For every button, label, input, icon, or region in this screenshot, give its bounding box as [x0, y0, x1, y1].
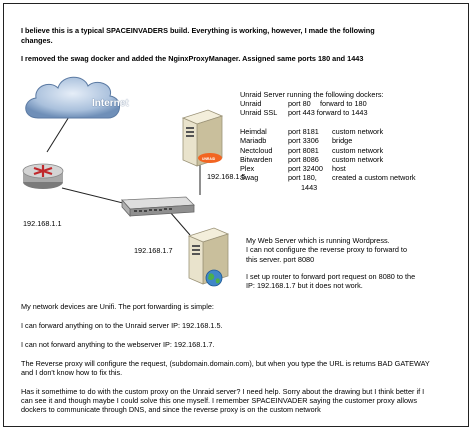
header-line-1: I believe this is a typical SPACEINVADER… [21, 26, 375, 35]
internet-cloud-icon [25, 76, 120, 119]
switch-icon [121, 196, 195, 218]
web-info-line: IP: 192.168.1.7 but it does not work. [246, 281, 363, 291]
docker-name: Mariadb [240, 136, 267, 146]
docker-port: port 3306 [288, 136, 319, 146]
docker-note: bridge [332, 136, 353, 146]
unraid-ip: 192.168.1.5 [207, 172, 246, 181]
docker-name: Swag [240, 173, 259, 183]
web-info-line: My Web Server which is running Wordpress… [246, 236, 390, 245]
body-p3: I can not forward anything to the webser… [21, 340, 215, 349]
port-name: Unraid SSL [240, 108, 278, 118]
unraid-ports-names: Unraid Unraid SSL [240, 99, 277, 118]
unraid-info-heading: Unraid Server running the following dock… [240, 90, 384, 99]
docker-ports: port 8181 port 3306 port 8081 port 8086 … [288, 127, 323, 192]
port-name: Unraid [240, 99, 262, 108]
unraid-ports-values: port 80 port 443 forward to 1443 [288, 99, 368, 118]
docker-port: port 8081 [288, 145, 319, 155]
internet-label: Internet [92, 98, 129, 109]
web-info: My Web Server which is running Wordpress… [246, 236, 415, 290]
router-ip: 192.168.1.1 [23, 219, 62, 228]
docker-note: custom network [332, 127, 384, 136]
docker-note: created a custom network [332, 173, 416, 183]
router-icon [22, 163, 64, 189]
unraid-badge-label: UNRAID [202, 157, 216, 161]
body-p4b: and I don't know how to fix this. [21, 368, 123, 377]
internet-router-link [46, 111, 73, 153]
docker-port: port 180, [288, 173, 317, 183]
port-note: forward to 180 [320, 99, 367, 108]
docker-name: Nectcloud [240, 145, 273, 155]
unraid-ports-notes: forward to 180 [320, 99, 367, 108]
body-p2: I can forward anything on to the Unraid … [21, 321, 223, 330]
docker-note: host [332, 164, 346, 174]
header-line-3: I removed the swag docker and added the … [21, 54, 364, 63]
port-value: port 443 forward to 1443 [288, 108, 368, 118]
globe-icon [205, 269, 223, 287]
docker-notes: custom network bridge custom network cus… [332, 127, 416, 183]
swag-extra-port: 1443 [301, 182, 318, 192]
body-p5b: can see it and though maybe I could solv… [21, 396, 417, 405]
body-p4a: The Reverse proxy will configure the req… [21, 359, 430, 368]
docker-name: Plex [240, 164, 255, 174]
docker-port: port 32400 [288, 164, 323, 174]
webserver-ip: 192.168.1.7 [134, 246, 173, 255]
switch-webserver-link [169, 211, 191, 236]
header-line-2: changes. [21, 36, 53, 45]
docker-note: custom network [332, 145, 384, 155]
body-p5c: dockers to communicate through DNS, and … [21, 405, 321, 414]
docker-name: Heimdal [240, 127, 267, 136]
body-p1: My network devices are Unifi. The port f… [21, 302, 214, 311]
port-value: port 80 [288, 99, 311, 108]
docker-note: custom network [332, 154, 384, 164]
web-info-line: I set up router to forward port request … [246, 271, 416, 281]
web-info-line: I can not configure the reverse proxy to… [246, 245, 408, 255]
docker-name: Bitwarden [240, 154, 273, 164]
docker-port: port 8086 [288, 154, 319, 164]
docker-port: port 8181 [288, 127, 319, 136]
docker-names: Heimdal Mariadb Nectcloud Bitwarden Plex… [240, 127, 272, 183]
body-p5a: Has it somethime to do with the custom p… [21, 387, 425, 396]
page-frame [3, 3, 469, 427]
unraid-badge-icon [198, 153, 222, 163]
web-info-line: this server. port 8080 [246, 254, 315, 264]
